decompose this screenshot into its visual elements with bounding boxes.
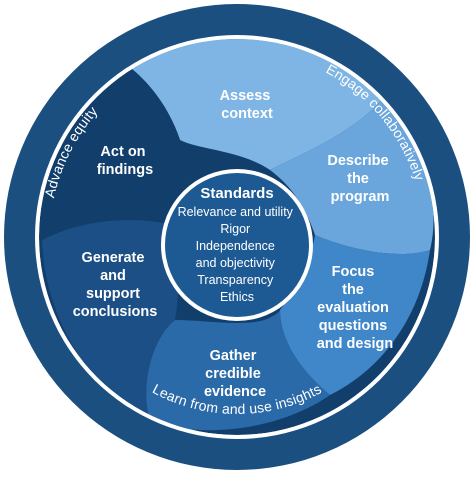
step-label-generate-conclusions: Generate and support conclusions	[73, 250, 158, 320]
segments	[39, 33, 435, 435]
step-label-describe-program: Describe the program	[327, 153, 392, 205]
center-items: Relevance and utility Rigor Independence…	[178, 205, 297, 304]
segment-describe-program[interactable]	[270, 90, 434, 255]
step-label-focus-questions: Focus the evaluation questions and desig…	[317, 264, 394, 352]
center-title: Standards	[200, 185, 273, 202]
segment-generate-conclusions[interactable]	[42, 220, 179, 420]
step-label-assess-context: Assess context	[220, 88, 275, 122]
segment-gather-evidence[interactable]	[146, 310, 330, 431]
center-circle	[165, 173, 309, 317]
step-label-act-on-findings: Act on findings	[97, 144, 153, 178]
segment-act-on-findings[interactable]	[42, 60, 180, 240]
segment-assess-context[interactable]	[120, 33, 390, 170]
segment-focus-questions[interactable]	[280, 235, 430, 395]
step-label-gather-evidence: Gather credible evidence	[204, 348, 266, 400]
